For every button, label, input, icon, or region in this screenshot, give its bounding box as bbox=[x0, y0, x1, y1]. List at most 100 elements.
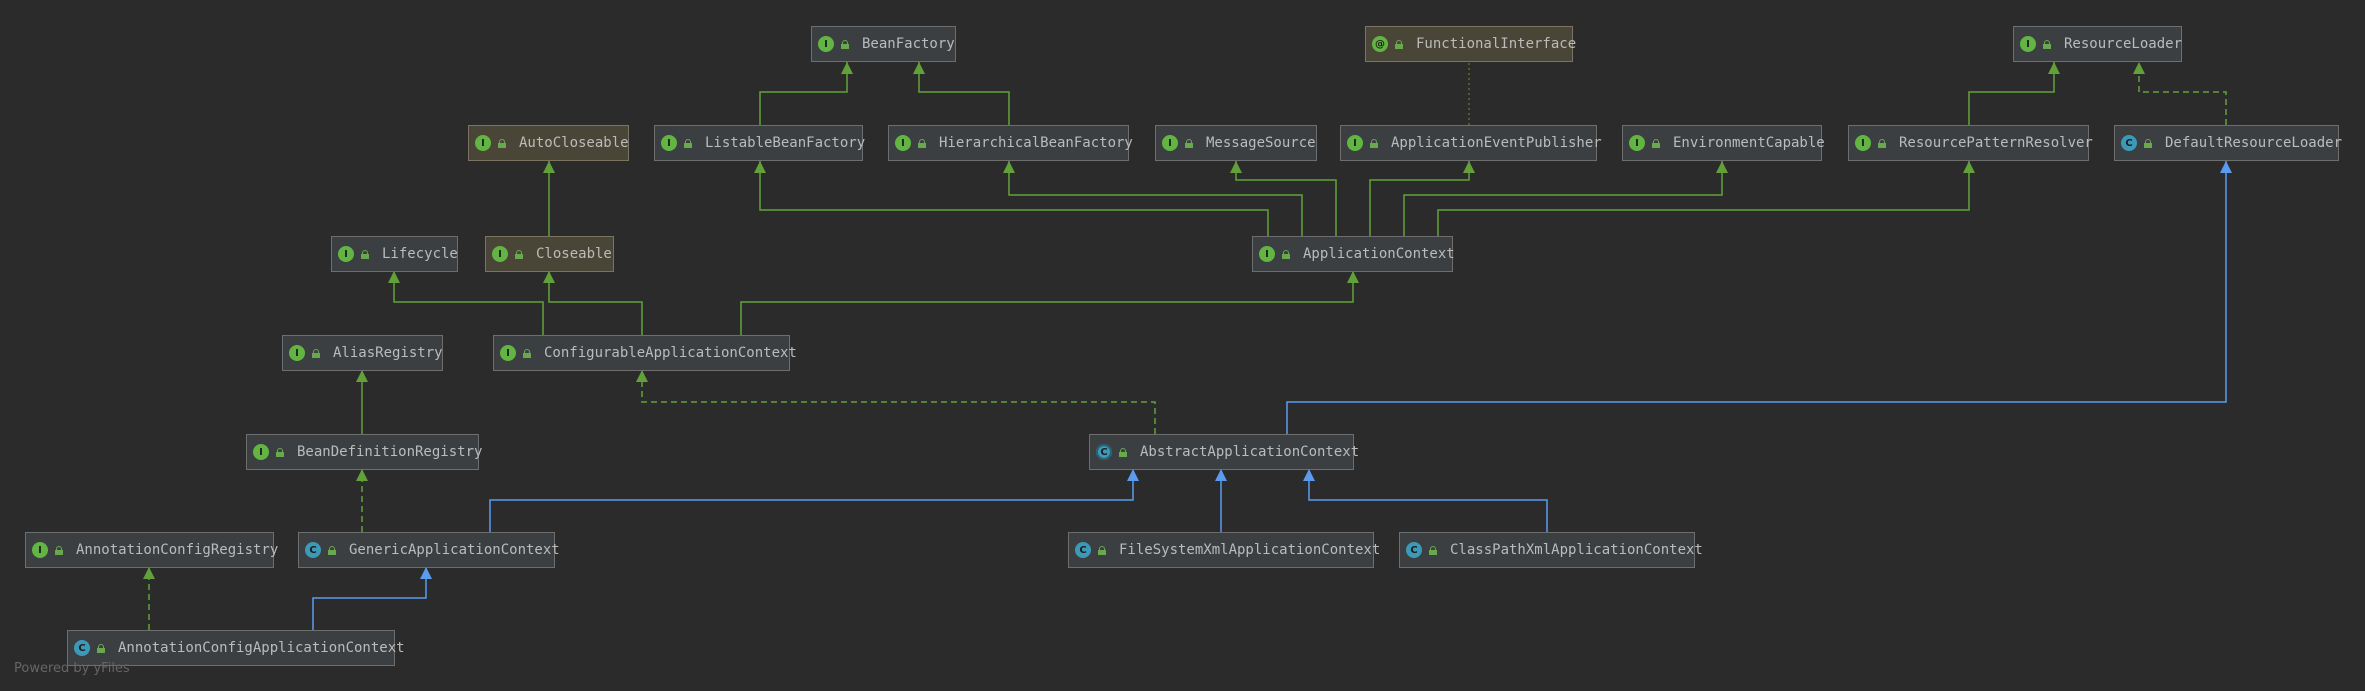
edge-applicationcontext-to-environmentcapable bbox=[1403, 161, 1723, 236]
node-label: AliasRegistry bbox=[333, 345, 443, 361]
node-label: Lifecycle bbox=[382, 246, 458, 262]
public-lock-icon bbox=[1369, 138, 1379, 148]
public-lock-icon bbox=[311, 348, 321, 358]
node-listablebeanfactory[interactable]: I ListableBeanFactory bbox=[654, 125, 866, 161]
edge-applicationcontext-to-applicationeventpublisher bbox=[1369, 161, 1470, 236]
class-icon: C bbox=[305, 542, 321, 558]
annotation-icon: @ bbox=[1372, 36, 1388, 52]
node-label: DefaultResourceLoader bbox=[2165, 135, 2343, 151]
interface-icon: I bbox=[1629, 135, 1645, 151]
public-lock-icon bbox=[522, 348, 532, 358]
interface-icon: I bbox=[1347, 135, 1363, 151]
edge-applicationcontext-to-resourcepatternresolver bbox=[1437, 161, 1970, 236]
interface-icon: I bbox=[1855, 135, 1871, 151]
node-resourcepatternresolver[interactable]: I ResourcePatternResolver bbox=[1848, 125, 2093, 161]
interface-icon: I bbox=[338, 246, 354, 262]
public-lock-icon bbox=[1118, 447, 1128, 457]
node-closeable[interactable]: I Closeable bbox=[485, 236, 614, 272]
node-label: AnnotationConfigApplicationContext bbox=[118, 640, 405, 656]
arrowhead bbox=[1716, 161, 1728, 173]
public-lock-icon bbox=[840, 39, 850, 49]
node-beanfactory[interactable]: I BeanFactory bbox=[811, 26, 956, 62]
node-aliasregistry[interactable]: I AliasRegistry bbox=[282, 335, 443, 371]
edge-applicationcontext-to-listablebeanfactory bbox=[759, 161, 1269, 236]
edge-applicationcontext-to-hierarchicalbeanfactory bbox=[1008, 161, 1303, 236]
arrowhead bbox=[636, 370, 648, 382]
public-lock-icon bbox=[96, 643, 106, 653]
public-lock-icon bbox=[2042, 39, 2052, 49]
node-annotationconfigapplicationcontext[interactable]: C AnnotationConfigApplicationContext bbox=[67, 630, 405, 666]
node-beandefinitionregistry[interactable]: I BeanDefinitionRegistry bbox=[246, 434, 483, 470]
arrowhead bbox=[1215, 469, 1227, 481]
interface-icon: I bbox=[661, 135, 677, 151]
edge-generic-to-abstract bbox=[489, 469, 1134, 532]
public-lock-icon bbox=[2143, 138, 2153, 148]
edge-configurable-to-closeable bbox=[548, 271, 643, 335]
node-label: GenericApplicationContext bbox=[349, 542, 560, 558]
edge-listablebeanfactory-to-beanfactory bbox=[759, 62, 848, 125]
edge-annotationconfigapp-to-generic bbox=[312, 567, 427, 630]
node-label: ConfigurableApplicationContext bbox=[544, 345, 797, 361]
node-resourceloader[interactable]: I ResourceLoader bbox=[2013, 26, 2182, 62]
edge-abstract-to-configurable bbox=[641, 370, 1156, 434]
node-filesystemxmlapplicationcontext[interactable]: C FileSystemXmlApplicationContext bbox=[1068, 532, 1380, 568]
node-lifecycle[interactable]: I Lifecycle bbox=[331, 236, 458, 272]
node-label: MessageSource bbox=[1206, 135, 1316, 151]
node-configurableapplicationcontext[interactable]: I ConfigurableApplicationContext bbox=[493, 335, 797, 371]
public-lock-icon bbox=[1651, 138, 1661, 148]
node-label: ApplicationContext bbox=[1303, 246, 1455, 262]
arrowhead bbox=[2220, 161, 2232, 173]
arrowhead bbox=[1347, 271, 1359, 283]
node-genericapplicationcontext[interactable]: C GenericApplicationContext bbox=[298, 532, 560, 568]
arrowhead bbox=[754, 161, 766, 173]
node-applicationcontext[interactable]: I ApplicationContext bbox=[1252, 236, 1455, 272]
public-lock-icon bbox=[1097, 545, 1107, 555]
public-lock-icon bbox=[1184, 138, 1194, 148]
arrowhead bbox=[913, 62, 925, 74]
node-label: BeanDefinitionRegistry bbox=[297, 444, 483, 460]
node-label: AutoCloseable bbox=[519, 135, 629, 151]
arrowhead bbox=[1230, 161, 1242, 173]
public-lock-icon bbox=[1281, 249, 1291, 259]
public-lock-icon bbox=[917, 138, 927, 148]
node-autocloseable[interactable]: I AutoCloseable bbox=[468, 125, 629, 161]
node-classpathxmlapplicationcontext[interactable]: C ClassPathXmlApplicationContext bbox=[1399, 532, 1703, 568]
class-icon: C bbox=[74, 640, 90, 656]
arrowhead bbox=[1003, 161, 1015, 173]
arrowhead bbox=[1127, 469, 1139, 481]
node-environmentcapable[interactable]: I EnvironmentCapable bbox=[1622, 125, 1825, 161]
node-applicationeventpublisher[interactable]: I ApplicationEventPublisher bbox=[1340, 125, 1602, 161]
arrowhead bbox=[2048, 62, 2060, 74]
public-lock-icon bbox=[514, 249, 524, 259]
node-label: FileSystemXmlApplicationContext bbox=[1119, 542, 1381, 558]
arrowhead bbox=[356, 469, 368, 481]
public-lock-icon bbox=[360, 249, 370, 259]
arrowhead bbox=[1463, 161, 1475, 173]
arrowhead bbox=[1963, 161, 1975, 173]
node-hierarchicalbeanfactory[interactable]: I HierarchicalBeanFactory bbox=[888, 125, 1133, 161]
interface-icon: I bbox=[492, 246, 508, 262]
node-label: AbstractApplicationContext bbox=[1140, 444, 1360, 460]
node-label: FunctionalInterface bbox=[1416, 36, 1577, 52]
public-lock-icon bbox=[275, 447, 285, 457]
edge-classpathxml-to-abstract bbox=[1308, 469, 1548, 532]
interface-icon: I bbox=[32, 542, 48, 558]
node-defaultresourceloader[interactable]: C DefaultResourceLoader bbox=[2114, 125, 2343, 161]
node-label: ListableBeanFactory bbox=[705, 135, 866, 151]
node-functionalinterface[interactable]: @ FunctionalInterface bbox=[1365, 26, 1577, 62]
node-label: Closeable bbox=[536, 246, 612, 262]
interface-icon: I bbox=[500, 345, 516, 361]
node-label: EnvironmentCapable bbox=[1673, 135, 1825, 151]
public-lock-icon bbox=[327, 545, 337, 555]
public-lock-icon bbox=[1877, 138, 1887, 148]
node-abstractapplicationcontext[interactable]: C AbstractApplicationContext bbox=[1089, 434, 1359, 470]
node-annotationconfigregistry[interactable]: I AnnotationConfigRegistry bbox=[25, 532, 278, 568]
public-lock-icon bbox=[683, 138, 693, 148]
interface-icon: I bbox=[1259, 246, 1275, 262]
arrowhead bbox=[388, 271, 400, 283]
interface-icon: I bbox=[1162, 135, 1178, 151]
node-messagesource[interactable]: I MessageSource bbox=[1155, 125, 1317, 161]
edge-applicationcontext-to-messagesource bbox=[1235, 161, 1337, 236]
arrowhead bbox=[356, 370, 368, 382]
